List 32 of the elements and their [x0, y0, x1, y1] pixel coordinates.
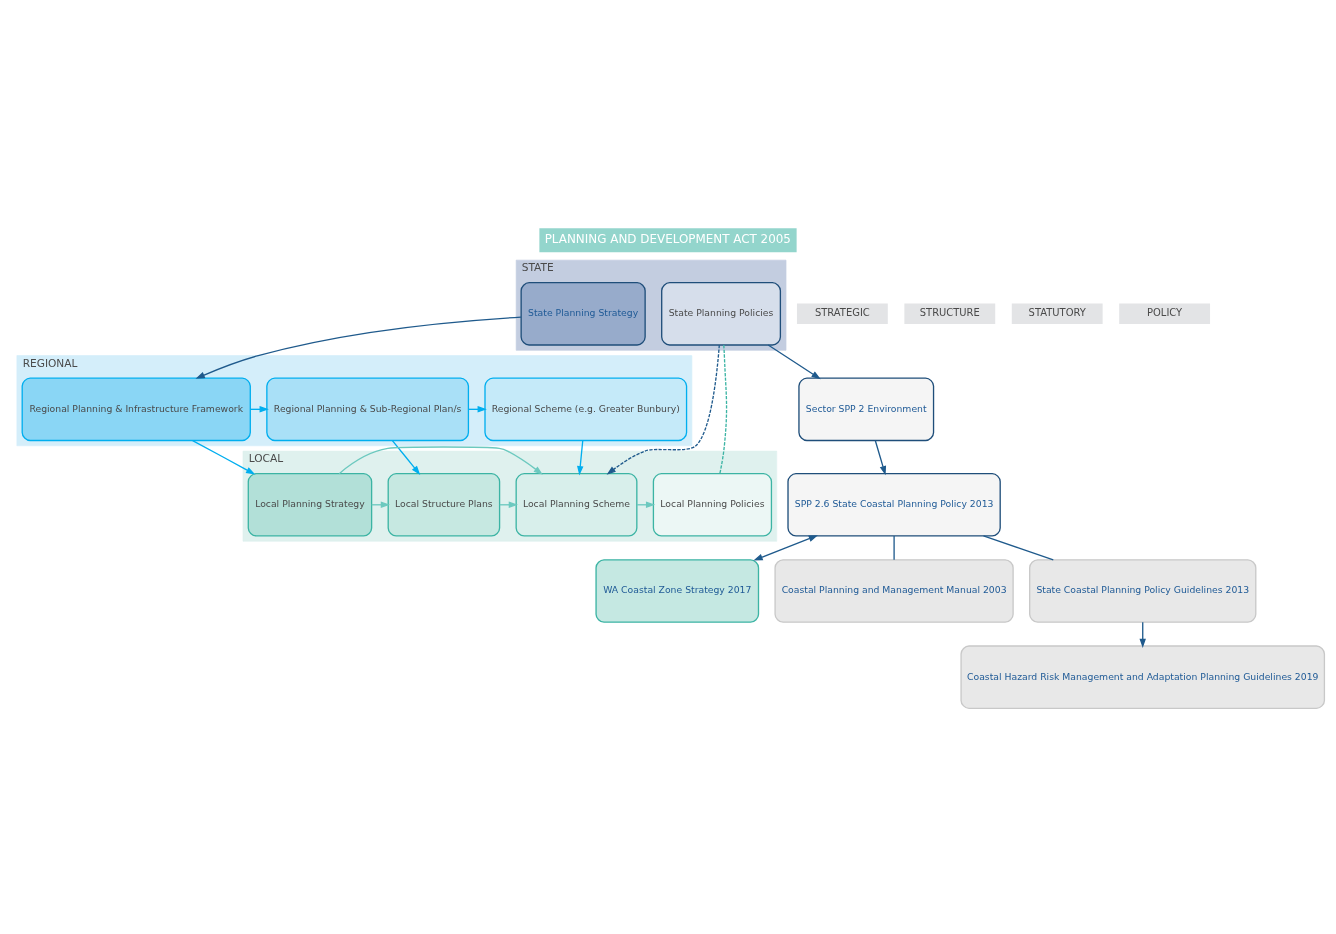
label: STATUTORY [1028, 307, 1086, 319]
arrow [606, 344, 720, 475]
connector [719, 344, 728, 475]
node-box: SPP 2.6 State Coastal Planning Policy 2013 [787, 472, 1001, 537]
diagram-title: PLANNING AND DEVELOPMENT ACT 2005 [544, 232, 791, 247]
label: STRUCTURE [919, 307, 980, 319]
arrow [874, 439, 887, 476]
node-box: Coastal Hazard Risk Management and Adaptation Planning Guidelines 2019 [960, 645, 1326, 709]
node-box: Local Structure Plans [387, 472, 501, 537]
arrow [191, 439, 256, 475]
node-box: Local Planning Scheme [515, 472, 638, 537]
node-box: Local Planning Strategy [247, 472, 373, 537]
node-box: State Planning Strategy [520, 282, 646, 346]
node-box: Regional Planning & Infrastructure Framework [21, 377, 251, 442]
node-box: State Planning Policies [661, 282, 782, 346]
arrow [195, 316, 522, 379]
node-box: Coastal Planning and Management Manual 2003 [774, 559, 1014, 623]
node-box: WA Coastal Zone Strategy 2017 [595, 559, 760, 623]
label: POLICY [1147, 307, 1183, 319]
arrow [753, 535, 818, 561]
connector [982, 535, 1054, 561]
node-box: Regional Scheme (e.g. Greater Bunbury) [484, 377, 688, 442]
arrow [767, 344, 821, 380]
node-box: Local Planning Policies [652, 472, 773, 537]
arrow [577, 439, 584, 476]
label: STRATEGIC [814, 307, 870, 319]
node-box: State Coastal Planning Policy Guidelines 2013 [1029, 559, 1257, 623]
connector [893, 535, 895, 561]
node-box: Regional Planning & Sub-Regional Plan/s [266, 377, 470, 442]
node-box: Sector SPP 2 Environment [798, 377, 935, 442]
arrow [338, 446, 543, 475]
arrow [391, 439, 421, 475]
